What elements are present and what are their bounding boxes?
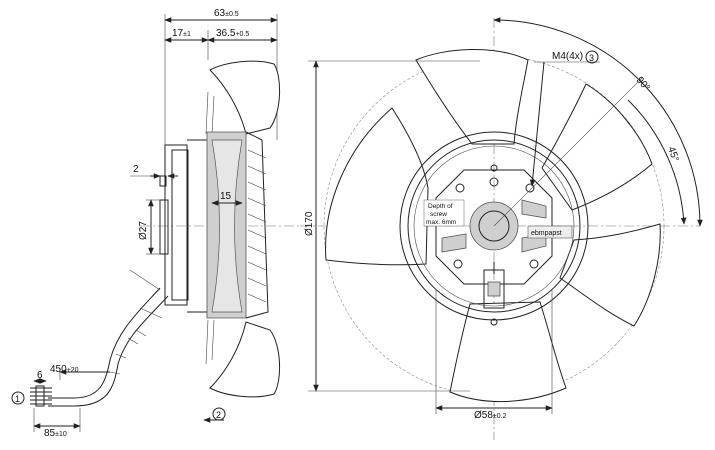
svg-text:ebmpapst: ebmpapst: [531, 230, 562, 237]
front-blade-bottom: [449, 301, 567, 403]
strip-length-dim: 6: [37, 370, 43, 381]
angle-45-label: 45°: [665, 145, 681, 163]
brand-plate: ebmpapst: [527, 225, 573, 239]
shaft-dia-dim: Ø27: [138, 221, 149, 240]
inner-width-dim: 15: [220, 191, 232, 202]
svg-text:screw: screw: [430, 211, 447, 218]
callout-1: 1: [15, 394, 20, 404]
blade-depth-dim: 36.5+0.5: [216, 28, 249, 39]
lead-length-dim: 85±10: [44, 428, 67, 439]
hub-offset-dim: 17±1: [172, 28, 191, 39]
front-blade-right-lower: [559, 223, 661, 327]
overall-depth-dim: 63±0.5: [214, 8, 239, 19]
side-view: 63±0.5 17±1 36.5+0.5 2 15 Ø27: [11, 8, 300, 439]
screw-depth-note: Depth of screw max. 6mm: [423, 199, 465, 227]
svg-text:Depth of: Depth of: [428, 203, 453, 210]
front-view: Depth of screw max. 6mm ebmpapst Ø170 Ø5…: [300, 17, 703, 440]
mount-thread-label: M4(4x): [552, 51, 583, 62]
lead-wires: [30, 385, 52, 407]
callout-2: 2: [216, 410, 221, 420]
front-blade-right-upper: [541, 83, 653, 211]
callout-3: 3: [589, 53, 594, 63]
cable-length-dim: 450+20: [50, 364, 79, 375]
outer-dia-dim: Ø170: [304, 211, 315, 236]
front-blade-left: [325, 107, 429, 266]
side-blade-top: [209, 60, 281, 135]
hub-outer-hatching: [205, 91, 215, 365]
cable: [48, 269, 169, 407]
rotor-fins: [245, 131, 269, 319]
hub-dia-dim: Ø58±0.2: [474, 410, 507, 421]
step-dim: 2: [133, 164, 139, 175]
svg-text:max. 6mm: max. 6mm: [426, 219, 456, 226]
motor-flange: [164, 144, 188, 306]
side-blade-bottom: [209, 321, 281, 398]
front-blade-top: [415, 48, 529, 145]
